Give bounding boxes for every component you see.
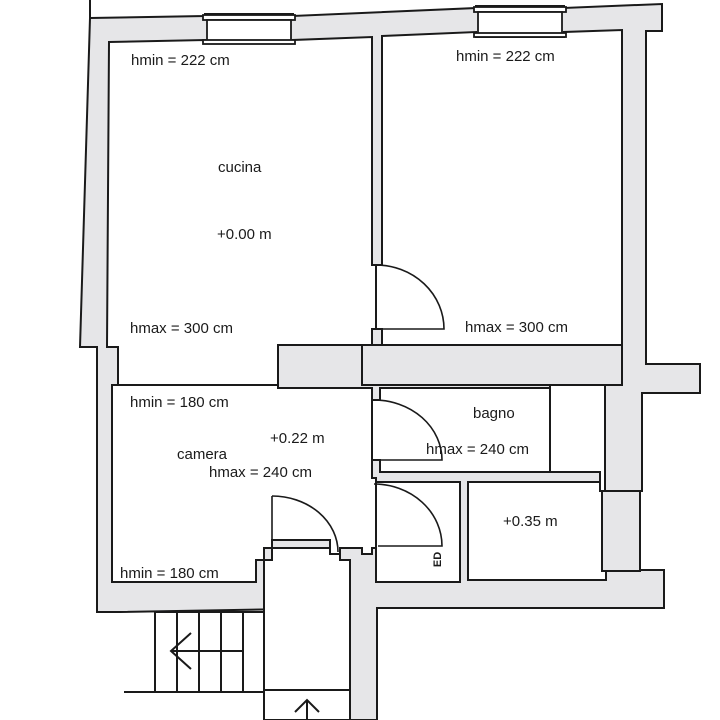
cucina-hmin-label: hmin = 222 cm — [131, 52, 230, 69]
window-icon — [473, 6, 567, 38]
window-icon — [202, 14, 296, 45]
door-swing-icon — [375, 264, 445, 330]
closet-ed-label: ED — [432, 551, 445, 568]
room-right — [375, 28, 623, 346]
camera-hmin-top-label: hmin = 180 cm — [130, 394, 229, 411]
camera-level-label: +0.22 m — [270, 430, 325, 447]
closet-ed — [375, 481, 461, 583]
right-room-hmin-label: hmin = 222 cm — [456, 48, 555, 65]
cucina-hmax-label: hmax = 300 cm — [130, 320, 233, 337]
camera-name-label: camera — [177, 446, 228, 463]
room-small — [467, 481, 607, 581]
cucina-level-label: +0.00 m — [217, 226, 272, 243]
bagno-hmax-label: hmax = 240 cm — [426, 441, 529, 458]
door-swing-icon — [373, 399, 443, 461]
camera-hmax-label: hmax = 240 cm — [209, 464, 312, 481]
small-room-level-label: +0.35 m — [503, 513, 558, 530]
corridor-wall — [361, 344, 623, 386]
cucina-name-label: cucina — [218, 159, 262, 176]
stair-arrow-left-icon — [169, 632, 243, 670]
room-camera — [111, 384, 381, 583]
right-room-hmax-label: hmax = 300 cm — [465, 319, 568, 336]
door-swing-icon — [271, 495, 339, 553]
door-swing-icon — [373, 483, 443, 547]
bagno-name-label: bagno — [473, 405, 515, 422]
camera-hmin-bottom-label: hmin = 180 cm — [120, 565, 219, 582]
entry-corridor — [263, 547, 351, 720]
pillar-wall — [601, 490, 641, 572]
entrance-arrow-up-icon — [294, 698, 320, 720]
